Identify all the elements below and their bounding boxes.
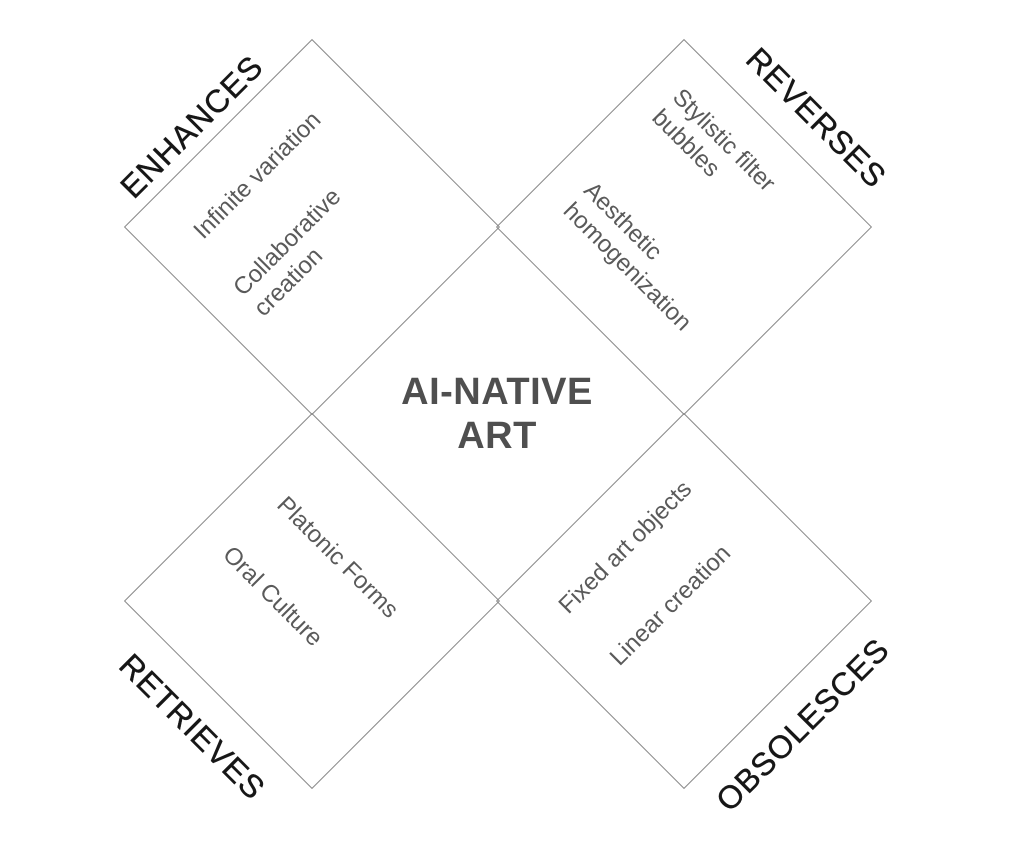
center-title: AI-NATIVE ART [401,370,593,457]
